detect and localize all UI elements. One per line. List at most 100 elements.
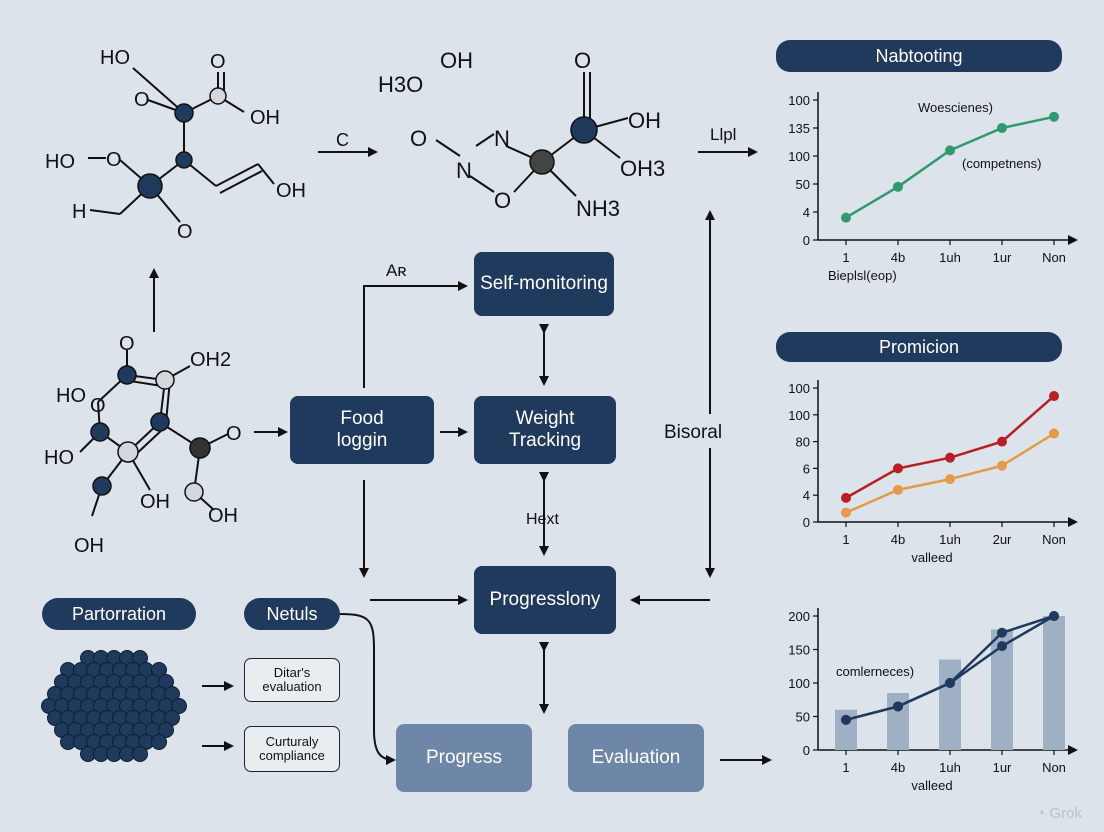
y-tick-label: 100: [788, 149, 810, 164]
watermark-text: Grok: [1049, 805, 1082, 822]
svg-text:OH3: OH3: [620, 156, 665, 181]
chart-title: Promicion: [879, 337, 959, 357]
node-progress: Progress: [396, 724, 532, 792]
data-point: [893, 701, 903, 712]
svg-text:OH: OH: [440, 48, 473, 73]
y-tick-label: 100: [788, 93, 810, 108]
data-point: [945, 145, 955, 156]
x-tick-label: Non: [1042, 532, 1066, 547]
data-point: [1049, 391, 1059, 402]
y-tick-label: 135: [788, 121, 810, 136]
data-point: [893, 181, 903, 192]
chart-title: Nabtooting: [875, 46, 962, 66]
svg-text:OH: OH: [250, 107, 280, 129]
data-point: [841, 492, 851, 503]
svg-text:O: O: [226, 423, 242, 445]
svg-text:NH3: NH3: [576, 196, 620, 221]
data-point: [945, 452, 955, 463]
labels-top-middle: H3O OH O OH O N N O OH3 NH3: [378, 48, 665, 221]
molecule-top-left: [88, 67, 275, 223]
pill-netuls: Netuls: [244, 598, 340, 630]
x-tick-label: Non: [1042, 250, 1066, 265]
x-tick-label: 1: [842, 250, 849, 265]
chart-title-box: [776, 332, 1062, 362]
svg-text:HO: HO: [45, 151, 75, 173]
data-point: [1049, 111, 1059, 122]
data-point: [997, 460, 1007, 471]
series-line-1: [845, 432, 1055, 514]
y-tick-label: 50: [796, 710, 810, 725]
svg-text:OH: OH: [140, 491, 170, 513]
y-tick-label: 100: [788, 408, 810, 423]
nanoparticle-61: [158, 722, 174, 738]
svg-text:Llpl: Llpl: [710, 125, 736, 144]
nanoparticle-42: [171, 698, 187, 714]
svg-text:Aʀ: Aʀ: [386, 261, 407, 280]
node-weight-tracking-label: Weight Tracking: [508, 408, 582, 451]
x-tick-label: 1uh: [939, 250, 961, 265]
chart-annotation: Woescienes): [918, 100, 993, 115]
svg-text:O: O: [494, 188, 511, 213]
data-point: [1049, 428, 1059, 439]
x-tick-label: Non: [1042, 760, 1066, 775]
y-tick-label: 50: [796, 177, 810, 192]
y-tick-label: 6: [803, 461, 810, 476]
svg-text:OH2: OH2: [190, 349, 231, 371]
data-point: [893, 463, 903, 474]
x-tick-label: 4b: [891, 250, 905, 265]
y-tick-label: 150: [788, 643, 810, 658]
y-tick-label: 0: [803, 515, 810, 530]
x-tick-label: 1ur: [993, 250, 1012, 265]
svg-text:O: O: [410, 126, 427, 151]
node-progress-label: Progress: [425, 747, 503, 769]
nanoparticle-cluster: [41, 650, 187, 762]
bar: [835, 709, 857, 750]
node-evaluation-label: Evaluation: [591, 747, 681, 769]
arrow-labels: C Llpl Aʀ Bisoral Hext: [336, 125, 736, 528]
svg-text:H: H: [72, 201, 86, 223]
nanoparticle-69: [151, 734, 167, 750]
x-tick-label: 2ur: [993, 532, 1012, 547]
y-tick-label: 100: [788, 676, 810, 691]
node-evaluation: Evaluation: [568, 724, 704, 792]
data-point: [997, 627, 1007, 638]
data-point: [945, 474, 955, 485]
labels-left-middle: O OH2 HO O HO O OH OH OH: [44, 333, 242, 557]
y-tick-label: 100: [788, 381, 810, 396]
arrows: [149, 147, 772, 765]
chart-title-box: [776, 40, 1062, 72]
svg-text:O: O: [210, 51, 226, 73]
data-point: [841, 714, 851, 725]
x-tick-label: 4b: [891, 532, 905, 547]
data-point: [841, 212, 851, 223]
svg-text:O: O: [134, 89, 150, 111]
svg-text:O: O: [177, 221, 193, 243]
svg-text:HO: HO: [44, 447, 74, 469]
svg-text:C: C: [336, 130, 349, 150]
x-tick-label: 1uh: [939, 532, 961, 547]
svg-text:OH: OH: [276, 180, 306, 202]
atoms-left-middle: [90, 365, 211, 502]
data-point: [997, 641, 1007, 652]
bar: [991, 629, 1013, 750]
y-tick-label: 4: [803, 205, 810, 220]
svg-text:OH: OH: [208, 505, 238, 527]
data-point: [893, 484, 903, 495]
labels-top-left: HO O O OH HO O OH H O: [45, 47, 306, 243]
bar: [939, 659, 961, 750]
pill-netuls-label: Netuls: [266, 603, 318, 624]
svg-text:O: O: [119, 333, 135, 355]
y-tick-label: 0: [803, 743, 810, 758]
svg-text:HO: HO: [56, 385, 86, 407]
nanoparticle-74: [132, 746, 148, 762]
node-self-monitoring-label: Self-monitoring: [480, 273, 608, 295]
node-food-logging-label: Food loggin: [336, 408, 388, 451]
pill-partorration-label: Partorration: [71, 603, 167, 624]
svg-text:N: N: [494, 126, 510, 151]
chart-annotation: (competnens): [962, 156, 1041, 171]
data-point: [997, 123, 1007, 133]
svg-text:Hext: Hext: [526, 511, 559, 528]
